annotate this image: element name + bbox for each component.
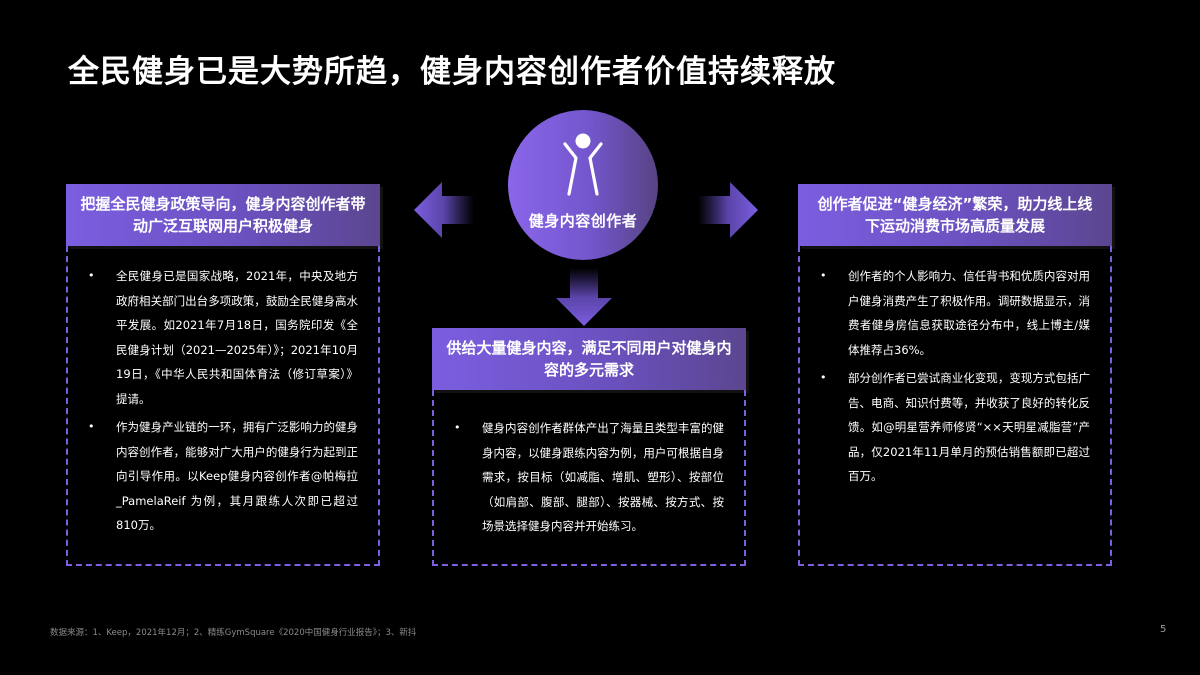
page-number: 5 [1160, 624, 1167, 635]
data-source-footnote: 数据来源：1、Keep，2021年12月；2、精练GymSquare《2020中… [50, 628, 417, 638]
panel-right-header-text: 创作者促进“健身经济”繁荣，助力线上线下运动消费市场高质量发展 [817, 195, 1093, 235]
panel-center-body: 健身内容创作者群体产出了海量且类型丰富的健身内容，以健身跟练内容为例，用户可根据… [432, 390, 746, 566]
panel-center-header-text: 供给大量健身内容，满足不同用户对健身内容的多元需求 [446, 339, 732, 379]
panel-left-header-text: 把握全民健身政策导向，健身内容创作者带动广泛互联网用户积极健身 [80, 195, 366, 235]
bullet-item: 全民健身已是国家战略，2021年，中央及地方政府相关部门出台多项政策，鼓励全民健… [68, 264, 358, 411]
person-arms-raised-icon [563, 133, 603, 196]
bullet-item: 创作者的个人影响力、信任背书和优质内容对用户健身消费产生了积极作用。调研数据显示… [800, 264, 1090, 362]
arrow-left-icon [414, 182, 474, 238]
page-title: 全民健身已是大势所趋，健身内容创作者价值持续释放 [68, 54, 836, 90]
bullet-item: 作为健身产业链的一环，拥有广泛影响力的健身内容创作者，能够对广大用户的健身行为起… [68, 415, 358, 538]
center-circle: 健身内容创作者 [508, 110, 658, 260]
center-label: 健身内容创作者 [528, 212, 638, 230]
panel-left-body: 全民健身已是国家战略，2021年，中央及地方政府相关部门出台多项政策，鼓励全民健… [66, 246, 380, 566]
panel-right-body: 创作者的个人影响力、信任背书和优质内容对用户健身消费产生了积极作用。调研数据显示… [798, 246, 1112, 566]
panel-center-header: 供给大量健身内容，满足不同用户对健身内容的多元需求 [432, 328, 746, 390]
panel-left-header: 把握全民健身政策导向，健身内容创作者带动广泛互联网用户积极健身 [66, 184, 380, 246]
bullet-item: 部分创作者已尝试商业化变现，变现方式包括广告、电商、知识付费等，并收获了良好的转… [800, 366, 1090, 489]
arrow-down-icon [556, 268, 612, 326]
bullet-item: 健身内容创作者群体产出了海量且类型丰富的健身内容，以健身跟练内容为例，用户可根据… [434, 416, 724, 539]
arrow-right-icon [698, 182, 758, 238]
panel-right-header: 创作者促进“健身经济”繁荣，助力线上线下运动消费市场高质量发展 [798, 184, 1112, 246]
